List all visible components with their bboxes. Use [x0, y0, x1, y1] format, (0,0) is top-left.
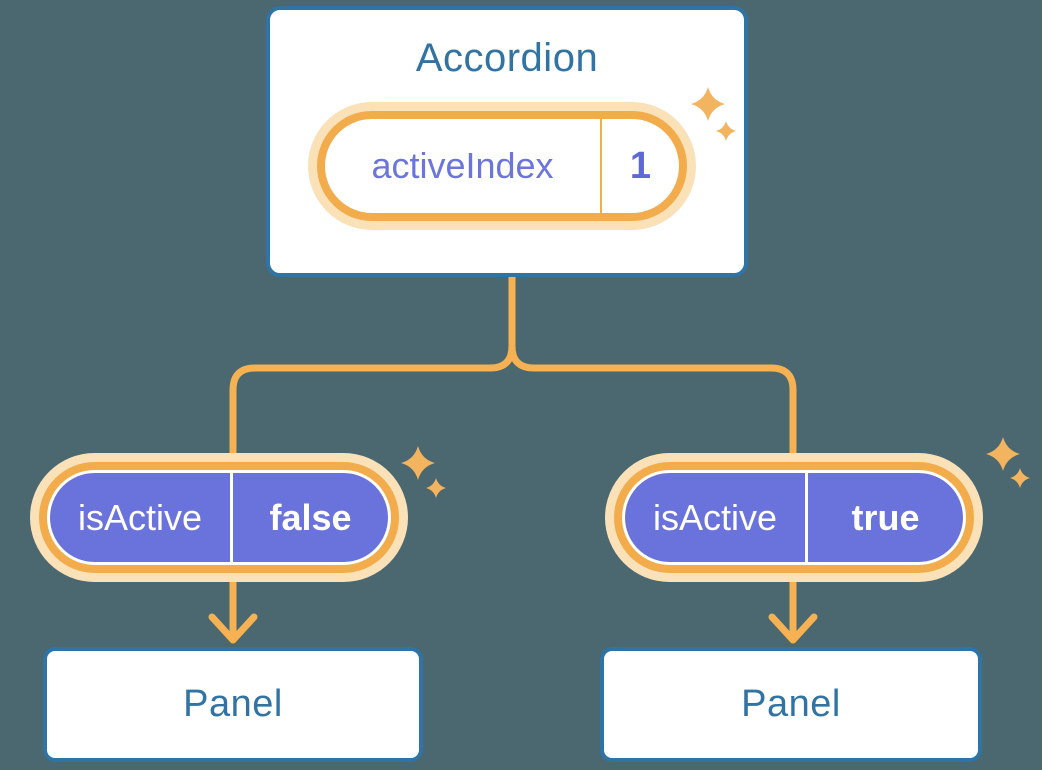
prop-label: isActive [652, 496, 778, 538]
arrow-down-icon [768, 613, 818, 644]
pill-separator [230, 473, 233, 562]
sparkle-icon [986, 437, 1030, 488]
prop-pill-isactive-left: isActive false [30, 453, 408, 582]
pill-separator [600, 119, 602, 213]
prop-value: true [851, 496, 920, 538]
state-label: activeIndex [371, 145, 554, 186]
panel-node-right: Panel [600, 647, 982, 762]
state-value: 1 [629, 144, 652, 187]
panel-title: Panel [741, 683, 841, 725]
prop-pill-ring: isActive false [39, 462, 399, 573]
arrow-down-icon [208, 613, 258, 644]
prop-pill-isactive-right: isActive true [605, 453, 983, 582]
prop-pill-ring: isActive true [614, 462, 974, 573]
accordion-title: Accordion [415, 36, 599, 80]
prop-value: false [269, 496, 352, 538]
connector-right-branch [508, 274, 797, 639]
sparkle-icon [691, 87, 736, 141]
prop-label: isActive [77, 496, 203, 538]
panel-node-left: Panel [43, 647, 423, 762]
pill-separator [805, 473, 808, 562]
sparkle-icon [401, 446, 446, 498]
state-pill-activeindex: activeIndex 1 [308, 102, 696, 230]
state-pill-ring: activeIndex 1 [317, 111, 687, 221]
panel-title: Panel [183, 683, 283, 725]
